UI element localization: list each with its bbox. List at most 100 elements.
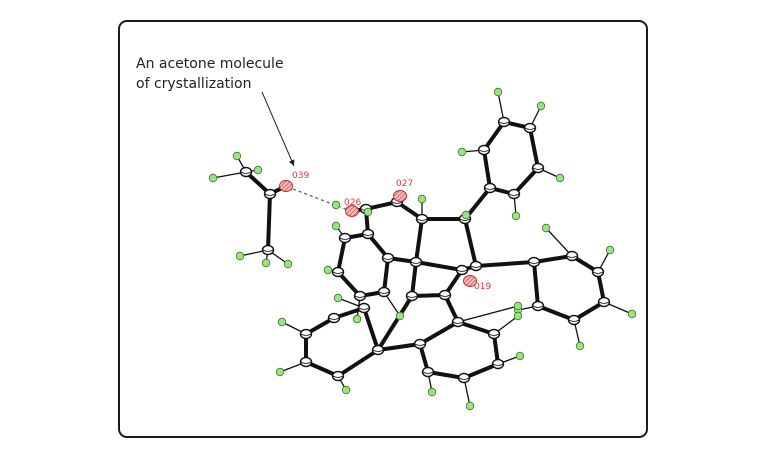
hydrogen-atom — [395, 311, 405, 321]
bond — [382, 256, 390, 294]
carbon-atom — [357, 302, 371, 314]
bond — [528, 126, 540, 170]
carbon-atom — [361, 228, 375, 240]
carbon-atom — [331, 266, 345, 278]
carbon-atom — [507, 188, 521, 200]
carbon-atom-octant-line — [532, 167, 544, 170]
bond — [532, 260, 540, 308]
figure-frame — [118, 20, 648, 438]
carbon-atom-octant-line — [488, 333, 500, 336]
hydrogen-atom — [575, 341, 585, 351]
oxygen-label-027: 027 — [396, 179, 413, 189]
bond — [336, 348, 380, 378]
carbon-atom-octant-line — [339, 237, 351, 240]
carbon-atom — [377, 286, 391, 298]
carbon-atom — [597, 296, 611, 308]
carbon-atom — [353, 290, 367, 302]
carbon-atom — [261, 244, 275, 256]
carbon-atom-octant-line — [410, 261, 422, 264]
carbon-atom — [497, 116, 511, 128]
hydrogen-atom — [511, 211, 521, 221]
hydrogen-atom — [536, 101, 546, 111]
hydrogen-atom — [275, 367, 285, 377]
carbon-atom-octant-line — [358, 307, 370, 310]
carbon-atom-octant-line — [300, 333, 312, 336]
bond — [536, 304, 576, 322]
carbon-atom-octant-line — [240, 171, 252, 174]
hydrogen-atom — [427, 387, 437, 397]
hydrogen-atom — [515, 351, 525, 361]
carbon-atom — [438, 289, 452, 301]
annotation-line-1: An acetone molecule — [136, 56, 284, 72]
carbon-atom-octant-line — [264, 193, 276, 196]
bond — [336, 236, 347, 274]
hydrogen-atom — [457, 147, 467, 157]
ch-bond — [545, 227, 573, 257]
carbon-atom — [413, 338, 427, 350]
carbon-atom — [487, 328, 501, 340]
hydrogen-atom — [461, 210, 471, 220]
carbon-atom-octant-line — [458, 377, 470, 380]
carbon-atom — [469, 260, 483, 272]
bond — [414, 217, 424, 264]
oxygen-label-019: 019 — [474, 282, 491, 292]
carbon-atom-octant-line — [470, 265, 482, 268]
carbon-atom-octant-line — [456, 269, 468, 272]
annotation-arrow — [261, 91, 295, 167]
carbon-atom — [457, 372, 471, 384]
carbon-atom — [331, 370, 345, 382]
carbon-atom-octant-line — [422, 371, 434, 374]
carbon-atom — [567, 314, 581, 326]
carbon-atom — [239, 166, 253, 178]
carbon-atom-octant-line — [478, 149, 490, 152]
carbon-atom — [299, 356, 313, 368]
bond — [362, 306, 380, 352]
hydrogen-atom — [627, 309, 637, 319]
bond — [482, 120, 506, 152]
ch-bond — [457, 305, 519, 323]
bond — [414, 260, 464, 272]
carbon-atom-octant-line — [372, 349, 384, 352]
carbon-atom-octant-line — [568, 319, 580, 322]
bond — [532, 254, 574, 264]
hydrogen-atom — [331, 200, 341, 210]
carbon-atom — [371, 344, 385, 356]
hydrogen-atom — [417, 194, 427, 204]
bond — [482, 148, 492, 190]
oxygen-atom — [279, 180, 293, 192]
carbon-atom — [531, 162, 545, 174]
annotation-caption: An acetone molecule of crystallization — [136, 54, 284, 94]
carbon-atom — [483, 182, 497, 194]
carbon-atom — [415, 213, 429, 225]
carbon-atom-octant-line — [439, 294, 451, 297]
carbon-atom — [421, 366, 435, 378]
hydrogen-atom — [605, 245, 615, 255]
carbon-atom-octant-line — [532, 305, 544, 308]
hydrogen-atom — [513, 311, 523, 321]
carbon-atom-octant-line — [592, 271, 604, 274]
oxygen-atom — [393, 190, 407, 202]
hydrogen-atom — [323, 265, 333, 275]
hydrogen-atom — [235, 251, 245, 261]
carbon-atom-octant-line — [382, 257, 394, 260]
hydrogen-atom — [333, 293, 343, 303]
hydrogen-atom — [261, 258, 271, 268]
carbon-atom-octant-line — [492, 363, 504, 366]
carbon-atom — [381, 252, 395, 264]
hydrogen-atom — [277, 317, 287, 327]
carbon-atom-octant-line — [416, 218, 428, 221]
bond — [456, 320, 496, 336]
hydrogen-atom — [208, 173, 218, 183]
carbon-atom — [491, 358, 505, 370]
carbon-atom — [455, 264, 469, 276]
carbon-atom — [523, 122, 537, 134]
carbon-atom-octant-line — [566, 255, 578, 258]
carbon-atom-octant-line — [362, 233, 374, 236]
carbon-atom — [338, 232, 352, 244]
oxygen-label-026: 026 — [344, 198, 361, 208]
hydrogen-atom — [232, 151, 242, 161]
carbon-atom-octant-line — [378, 291, 390, 294]
carbon-atom-octant-line — [524, 127, 536, 130]
oxygen-atom — [345, 205, 359, 217]
carbon-atom — [565, 250, 579, 262]
